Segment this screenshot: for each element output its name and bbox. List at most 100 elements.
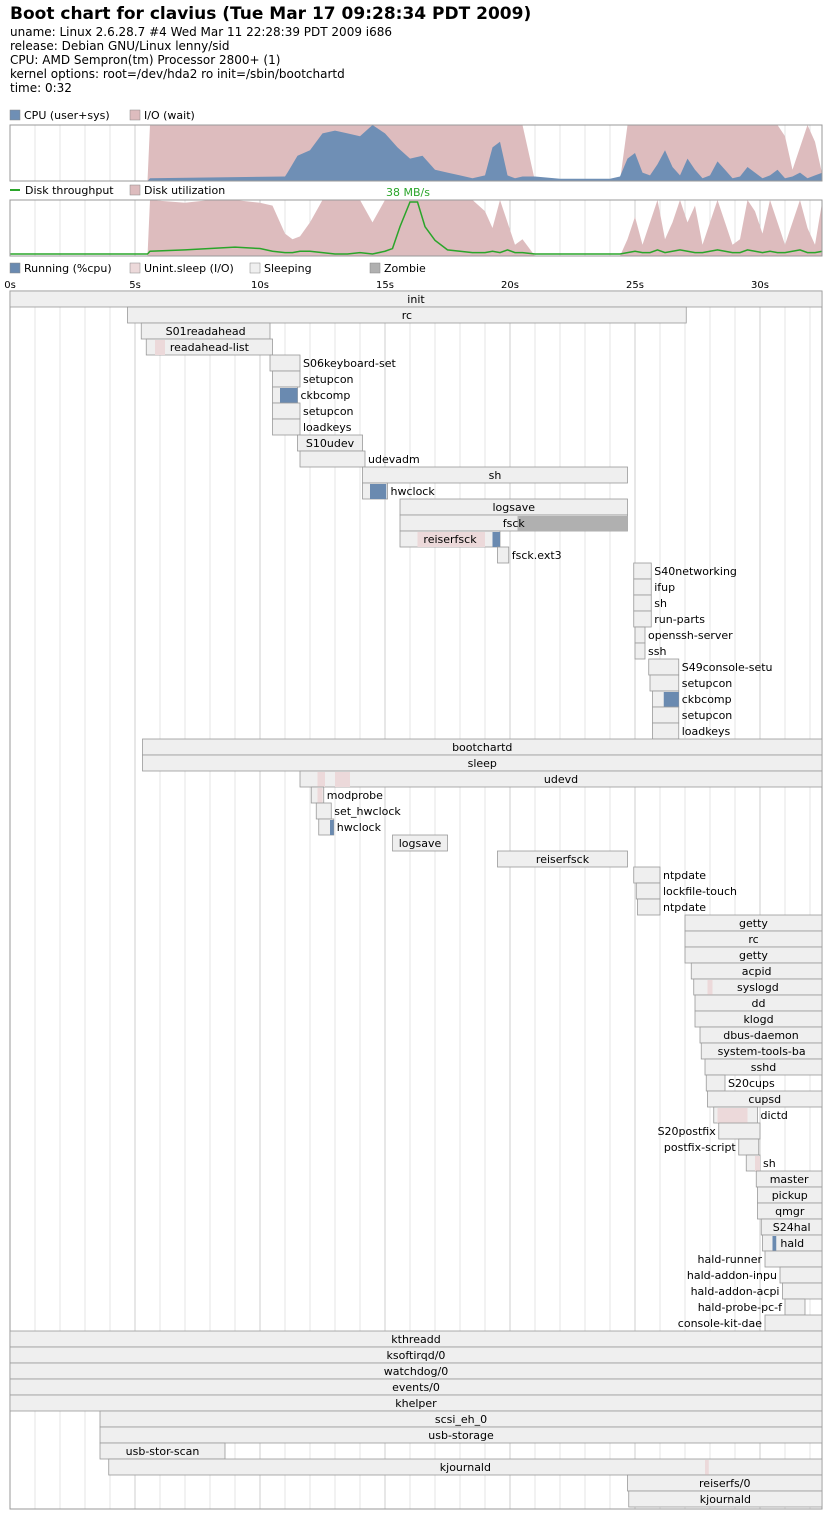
- process-label: hald-addon-inpu: [687, 1269, 777, 1282]
- process-label: fsck: [503, 517, 526, 530]
- unint-sleep-legend-label: Unint.sleep (I/O): [144, 262, 234, 275]
- process-cpu-segment: [772, 1236, 777, 1251]
- process-bar: [648, 658, 680, 676]
- zombie-legend-swatch: [369, 262, 381, 274]
- process-label: ifup: [654, 581, 675, 594]
- process-label: dictd: [761, 1109, 788, 1122]
- process-bar: [392, 834, 448, 852]
- process-bar: [99, 1426, 823, 1444]
- process-bar: [704, 1058, 823, 1076]
- process-bar: [718, 1122, 761, 1140]
- process-io-segment: [317, 772, 325, 787]
- process-label: hwclock: [337, 821, 382, 834]
- process-bar: [497, 850, 628, 868]
- process-bar: [779, 1266, 823, 1284]
- process-bar: [633, 866, 661, 884]
- process-io-segment: [335, 772, 350, 787]
- throughput-legend-label: Disk throughput: [25, 184, 114, 197]
- process-label: modprobe: [327, 789, 383, 802]
- running-legend-label: Running (%cpu): [24, 262, 112, 275]
- process-label: readahead-list: [170, 341, 250, 354]
- process-label: syslogd: [737, 981, 779, 994]
- process-label: S20cups: [728, 1077, 775, 1090]
- time-tick-label: 10s: [251, 280, 269, 291]
- process-label: dbus-daemon: [723, 1029, 799, 1042]
- process-label: usb-stor-scan: [126, 1445, 200, 1458]
- time-tick-label: 0s: [4, 280, 16, 291]
- cpu-area: [10, 125, 823, 181]
- zombie-legend-label: Zombie: [384, 262, 426, 275]
- process-label: openssh-server: [648, 629, 733, 642]
- process-bar: [299, 450, 366, 468]
- process-bar: [705, 1074, 726, 1092]
- process-label: cupsd: [748, 1093, 781, 1106]
- process-label: hald-probe-pc-f: [698, 1301, 783, 1314]
- process-label: qmgr: [775, 1205, 805, 1218]
- process-label: sshd: [751, 1061, 776, 1074]
- process-label: logsave: [492, 501, 535, 514]
- process-bar: [299, 770, 823, 788]
- time-tick-label: 15s: [376, 280, 394, 291]
- process-bar: [633, 562, 652, 580]
- process-io-segment: [417, 532, 485, 547]
- process-label: hald: [780, 1237, 804, 1250]
- process-bar: [628, 1490, 823, 1508]
- process-bar: [315, 802, 332, 820]
- process-label: bootchartd: [452, 741, 512, 754]
- io-area: [10, 125, 823, 181]
- process-label: rc: [402, 309, 412, 322]
- process-label: lockfile-touch: [663, 885, 737, 898]
- process-label: loadkeys: [682, 725, 731, 738]
- process-bar: [272, 418, 301, 436]
- process-label: set_hwclock: [334, 805, 401, 818]
- process-label: scsi_eh_0: [435, 1413, 487, 1426]
- process-bar: [272, 402, 301, 420]
- process-bar: [652, 706, 680, 724]
- process-label: S10udev: [306, 437, 355, 450]
- process-bar: [738, 1138, 760, 1156]
- process-label: sh: [654, 597, 667, 610]
- process-bar: [782, 1282, 823, 1300]
- process-bar: [272, 370, 301, 388]
- process-label: S20postfix: [658, 1125, 717, 1138]
- process-io-segment: [717, 1108, 748, 1123]
- process-label: reiserfsck: [536, 853, 590, 866]
- uname-line: uname: Linux 2.6.28.7 #4 Wed Mar 11 22:2…: [10, 25, 393, 39]
- process-io-segment: [155, 340, 165, 355]
- process-label: hald-runner: [698, 1253, 763, 1266]
- process-label: console-kit-dae: [678, 1317, 762, 1330]
- cpu-legend-label: CPU (user+sys): [24, 109, 110, 122]
- process-label: kjournald: [700, 1493, 751, 1506]
- process-label: sh: [763, 1157, 776, 1170]
- process-cpu-segment: [330, 820, 334, 835]
- process-bar: [362, 466, 628, 484]
- process-label: khelper: [395, 1397, 437, 1410]
- process-io-segment: [707, 980, 713, 995]
- disk-throughput-line: [10, 201, 823, 255]
- process-bar: [707, 1090, 823, 1108]
- process-label: events/0: [392, 1381, 440, 1394]
- time-tick-label: 5s: [129, 280, 141, 291]
- process-label: fsck.ext3: [512, 549, 562, 562]
- disk-util-legend-swatch: [129, 184, 141, 196]
- io-legend-label: I/O (wait): [144, 109, 195, 122]
- process-label: acpid: [742, 965, 772, 978]
- process-label: setupcon: [303, 373, 354, 386]
- process-label: ntpdate: [663, 901, 706, 914]
- process-bar: [497, 546, 510, 564]
- process-label: usb-storage: [428, 1429, 494, 1442]
- disk-utilization-area: [10, 200, 823, 256]
- sleeping-legend-label: Sleeping: [264, 262, 312, 275]
- process-bar: [634, 626, 646, 644]
- process-label: sh: [489, 469, 502, 482]
- process-io-segment: [755, 1156, 760, 1171]
- process-label: logsave: [399, 837, 442, 850]
- process-label: ckbcomp: [682, 693, 732, 706]
- kernel-options-line: kernel options: root=/dev/hda2 ro init=/…: [10, 67, 345, 81]
- time-line: time: 0:32: [10, 81, 72, 95]
- process-cpu-segment: [370, 484, 387, 499]
- process-label: S49console-setu: [682, 661, 773, 674]
- process-bar: [633, 594, 652, 612]
- process-label: S01readahead: [166, 325, 246, 338]
